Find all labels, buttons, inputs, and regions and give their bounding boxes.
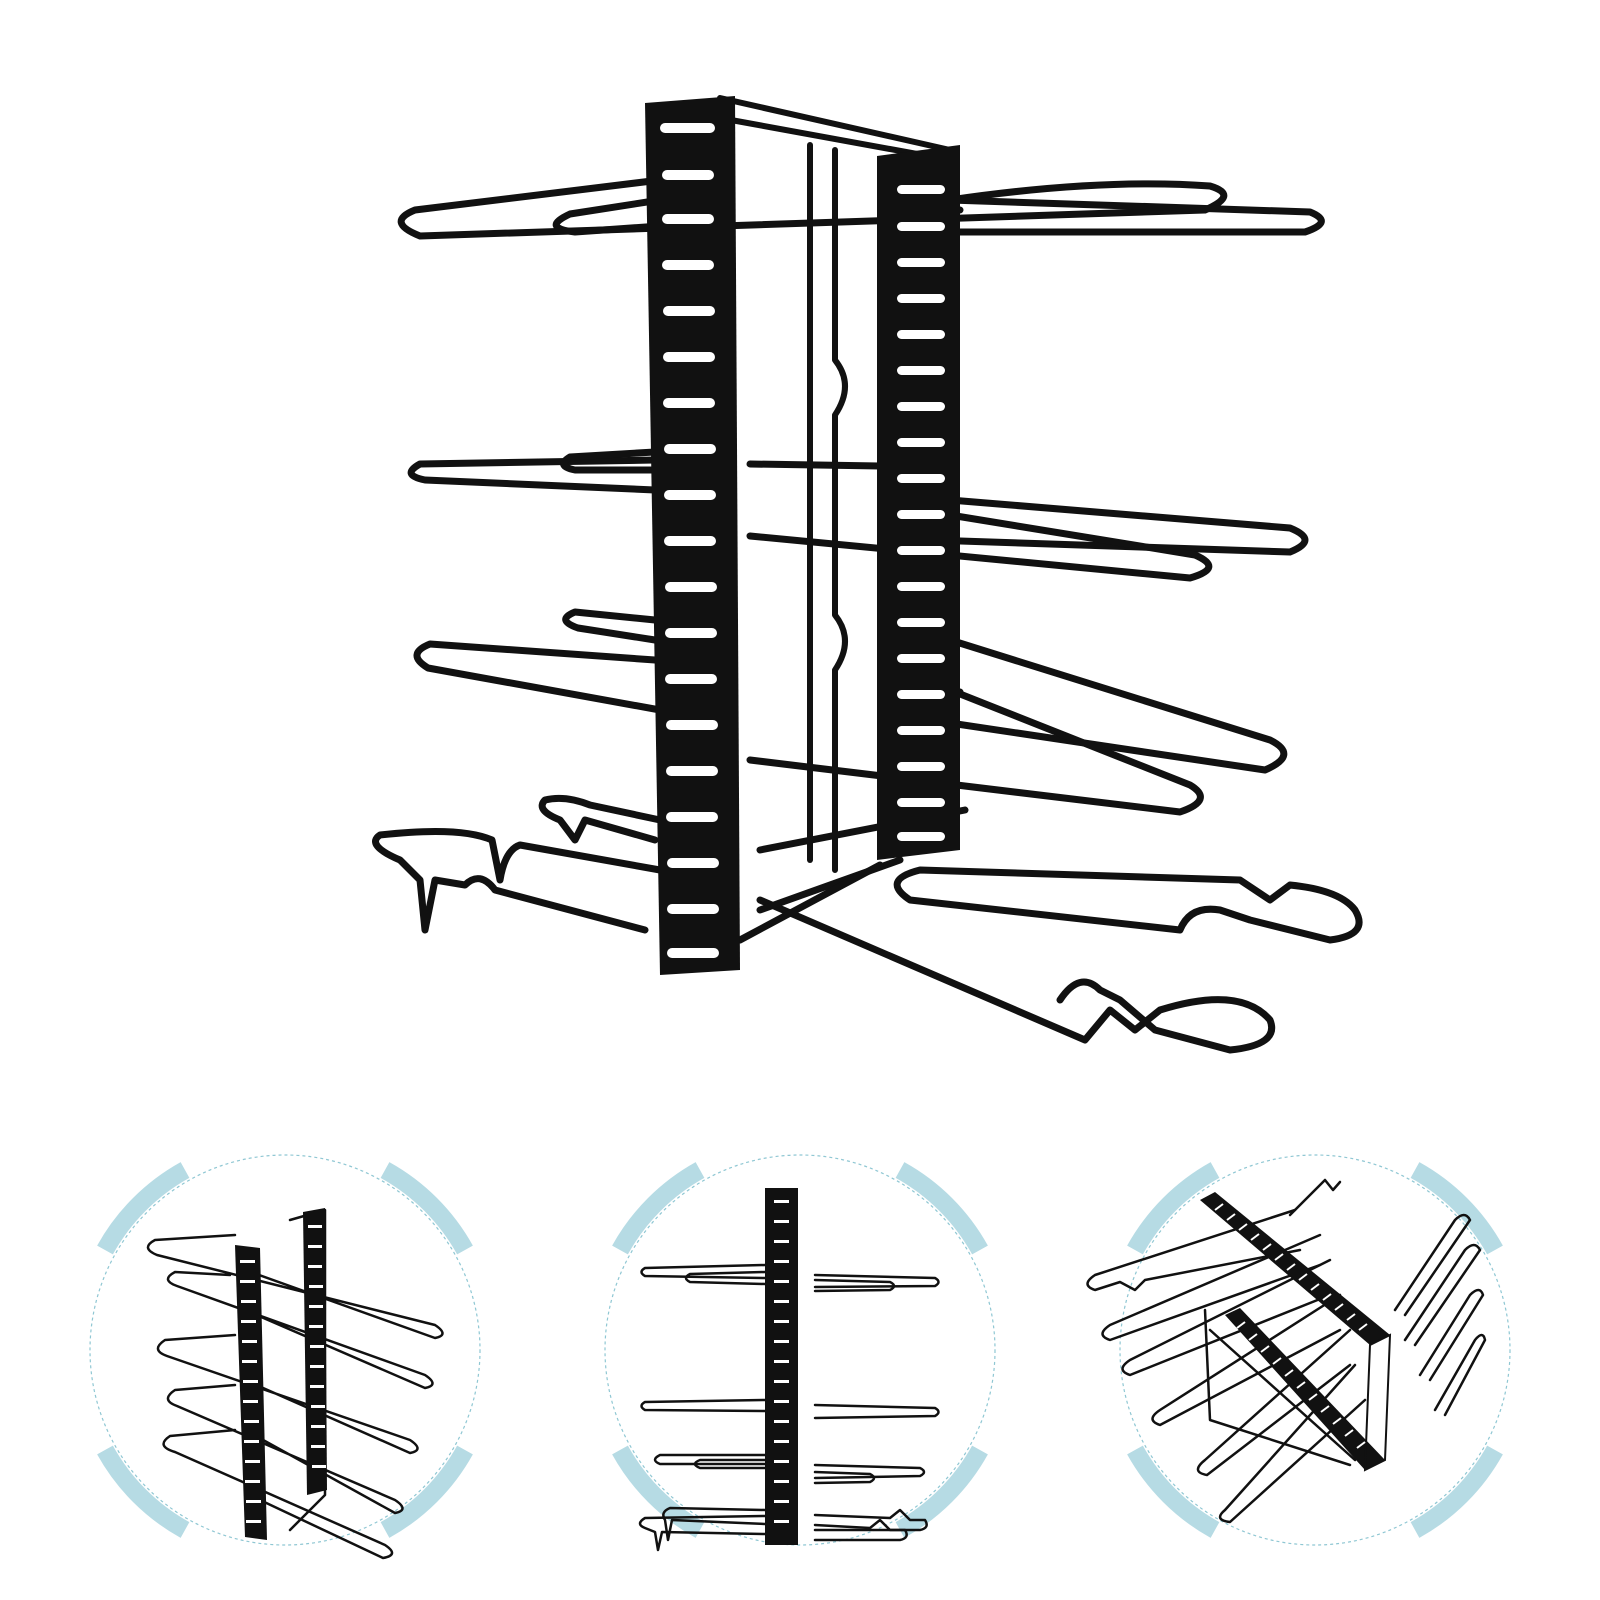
detail-view-top [1065,1100,1565,1600]
view-frame [89,1154,481,1546]
rack-side-view-icon [638,1188,940,1552]
detail-view-side [550,1100,1050,1600]
detail-view-angled [35,1100,535,1600]
product-image [372,95,1363,1054]
pan-organizer-rack-icon [372,95,1363,1054]
rack-top-view-icon [1086,1178,1487,1524]
rack-angled-view-icon [146,1208,444,1560]
view-frame [1119,1154,1511,1546]
back-upright [877,145,960,860]
front-upright [645,96,740,975]
view-frame [604,1154,996,1546]
